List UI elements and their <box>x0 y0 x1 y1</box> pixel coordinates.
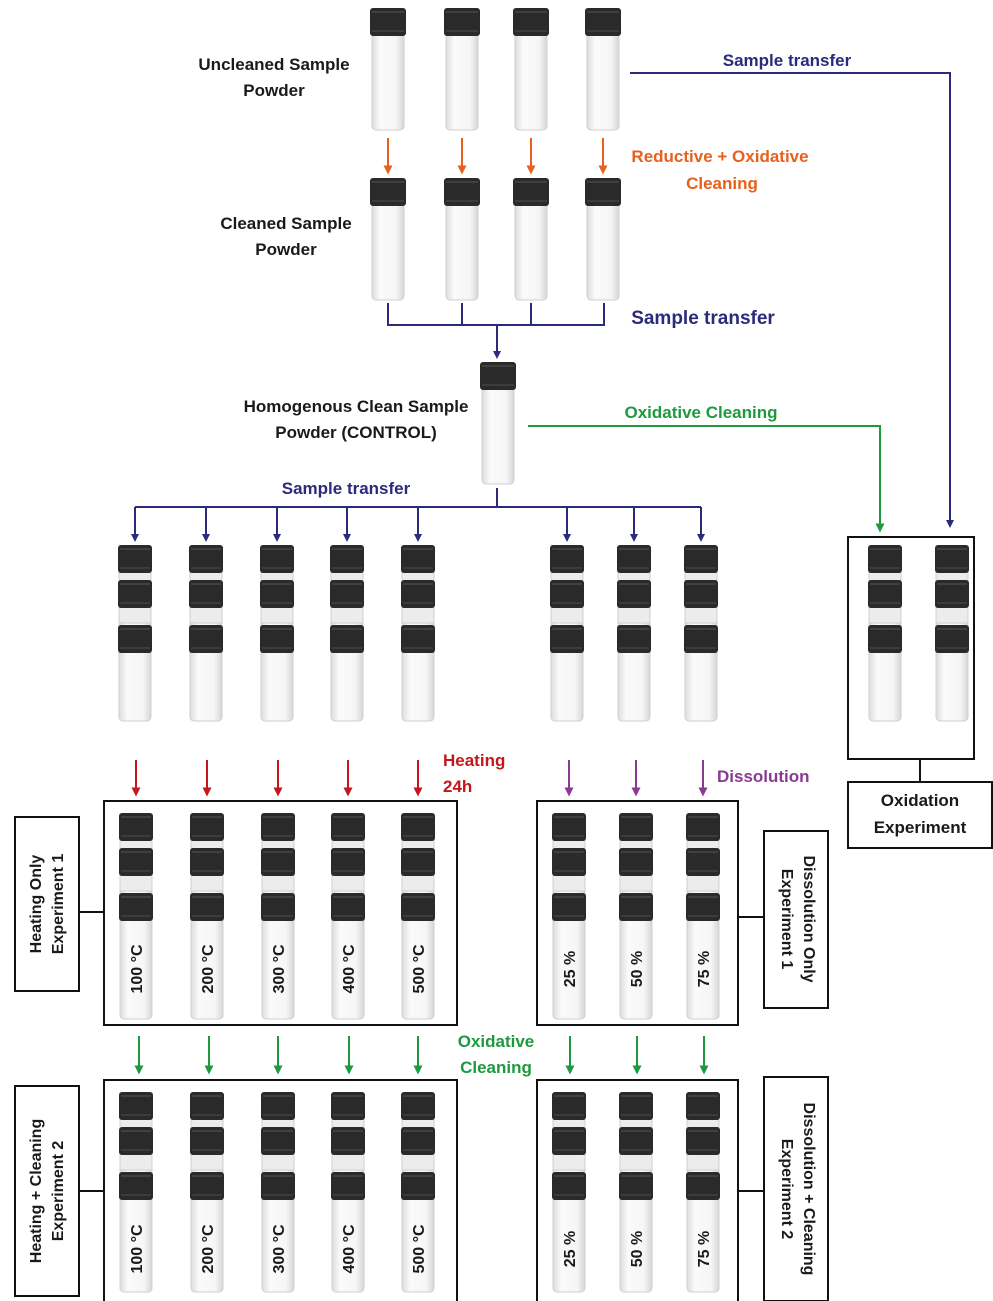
heating-label-line1: Heating <box>443 751 505 770</box>
dissolution-stack-1 <box>550 545 584 722</box>
heating-exp2-temp-label: 100 °C <box>129 1224 146 1274</box>
oxidation-stack-1 <box>868 545 902 722</box>
control-vial <box>480 362 516 485</box>
heating-exp2-vial-1 <box>119 1092 153 1293</box>
merge-bracket <box>387 303 605 326</box>
cleaned-label-line2: Powder <box>255 240 317 259</box>
oxidative-cleaning-mid-line2: Cleaning <box>460 1058 532 1077</box>
heating-exp2-temp-label: 200 °C <box>200 1224 217 1274</box>
text-labels: Uncleaned Sample Powder Cleaned Sample P… <box>28 51 967 1275</box>
uncleaned-vial-1 <box>370 8 406 131</box>
dissolution-exp2-vial-3 <box>686 1092 720 1293</box>
cleaned-vial-3 <box>513 178 549 301</box>
oxidation-experiment-line2: Experiment <box>874 818 967 837</box>
control-label-line2: Powder (CONTROL) <box>275 423 437 442</box>
oxidation-stack-2 <box>935 545 969 722</box>
uncleaned-label-line1: Uncleaned Sample <box>198 55 349 74</box>
cleaned-vial-1 <box>370 178 406 301</box>
dissolution-exp2-label-line1: Dissolution + Cleaning <box>800 1103 817 1276</box>
sample-transfer-mid-label: Sample transfer <box>631 308 775 329</box>
uncleaned-vial-2 <box>444 8 480 131</box>
dissolution-exp1-vial-2 <box>619 813 653 1020</box>
heating-exp1-vial-5 <box>401 813 435 1020</box>
dissolution-exp2-vial-2 <box>619 1092 653 1293</box>
connector-top-transfer <box>630 72 954 528</box>
heating-exp1-temp-label: 500 °C <box>411 944 428 994</box>
heating-exp1-label-line1: Heating Only <box>28 855 45 954</box>
oxidation-label-box <box>847 781 993 849</box>
dissolution-exp1-vial-1 <box>552 813 586 1020</box>
heating-exp2-temp-label: 400 °C <box>341 1224 358 1274</box>
dissolution-exp1-label-line2: Experiment 1 <box>778 869 795 970</box>
uncleaned-vial-3 <box>513 8 549 131</box>
dissolution-exp1-level-label: 75 % <box>696 951 713 987</box>
dissolution-exp2-label-line2: Experiment 2 <box>778 1139 795 1240</box>
heating-exp1-temp-label: 200 °C <box>200 944 217 994</box>
heating-exp1-temp-label: 400 °C <box>341 944 358 994</box>
connectors <box>131 72 954 1075</box>
heating-exp2-temp-label: 300 °C <box>271 1224 288 1274</box>
reductive-oxidative-line2: Cleaning <box>686 174 758 193</box>
reductive-oxidative-line1: Reductive + Oxidative <box>631 147 808 166</box>
vials-layer <box>118 8 969 1293</box>
dissolution-exp1-level-label: 25 % <box>562 951 579 987</box>
heating-stack-2 <box>189 545 223 722</box>
heating-exp1-temp-label: 300 °C <box>271 944 288 994</box>
heating-exp1-vial-1 <box>119 813 153 1020</box>
heating-stack-4 <box>330 545 364 722</box>
dissolution-exp2-level-label: 75 % <box>696 1231 713 1267</box>
heating-exp2-label-line1: Heating + Cleaning <box>28 1119 45 1263</box>
heating-exp2-vial-4 <box>331 1092 365 1293</box>
heating-exp2-vial-5 <box>401 1092 435 1293</box>
dissolution-exp2-vial-1 <box>552 1092 586 1293</box>
cleaned-label-line1: Cleaned Sample <box>220 214 351 233</box>
oxidation-vials-box <box>847 536 975 760</box>
heating-exp1-vial-3 <box>261 813 295 1020</box>
oxidative-cleaning-mid-line1: Oxidative <box>458 1032 535 1051</box>
dissolution-stack-3 <box>684 545 718 722</box>
oxidation-experiment-line1: Oxidation <box>881 791 959 810</box>
oxidative-cleaning-label: Oxidative Cleaning <box>624 403 777 422</box>
heating-label-line2: 24h <box>443 777 472 796</box>
heating-exp2-temp-label: 500 °C <box>411 1224 428 1274</box>
heating-exp1-vial-2 <box>190 813 224 1020</box>
cleaned-vial-4 <box>585 178 621 301</box>
vial-value-labels: 100 °C 200 °C 300 °C 400 °C 500 °C 25 % 50 % 75… <box>129 944 713 1274</box>
dissolution-exp1-vial-3 <box>686 813 720 1020</box>
dissolution-exp1-label-line1: Dissolution Only <box>800 855 817 982</box>
heating-exp1-vial-4 <box>331 813 365 1020</box>
heating-exp1-temp-label: 100 °C <box>129 944 146 994</box>
heating-exp2-vial-3 <box>261 1092 295 1293</box>
sample-transfer-low-label: Sample transfer <box>282 479 411 498</box>
cleaned-vial-2 <box>444 178 480 301</box>
heating-exp1-label-line2: Experiment 1 <box>50 854 67 955</box>
control-label-line1: Homogenous Clean Sample <box>244 397 469 416</box>
dissolution-exp1-label-box <box>763 830 829 1009</box>
dissolution-exp2-level-label: 50 % <box>629 1231 646 1267</box>
dissolution-exp1-box <box>536 800 739 1026</box>
heating-stack-5 <box>401 545 435 722</box>
uncleaned-vial-4 <box>585 8 621 131</box>
dissolution-exp2-label-box <box>763 1076 829 1301</box>
experiment-boxes <box>14 536 993 1301</box>
heating-exp2-vial-2 <box>190 1092 224 1293</box>
heating-exp2-label-line2: Experiment 2 <box>50 1141 67 1242</box>
connector-oxidative <box>528 425 885 533</box>
dissolution-label: Dissolution <box>717 767 810 786</box>
heating-stack-1 <box>118 545 152 722</box>
dissolution-exp1-level-label: 50 % <box>629 951 646 987</box>
sample-transfer-top-label: Sample transfer <box>723 51 852 70</box>
heating-stack-3 <box>260 545 294 722</box>
heating-exp2-label-box <box>14 1085 80 1297</box>
dissolution-stack-2 <box>617 545 651 722</box>
uncleaned-label-line2: Powder <box>243 81 305 100</box>
dissolution-exp2-level-label: 25 % <box>562 1231 579 1267</box>
heating-exp1-label-box <box>14 816 80 992</box>
